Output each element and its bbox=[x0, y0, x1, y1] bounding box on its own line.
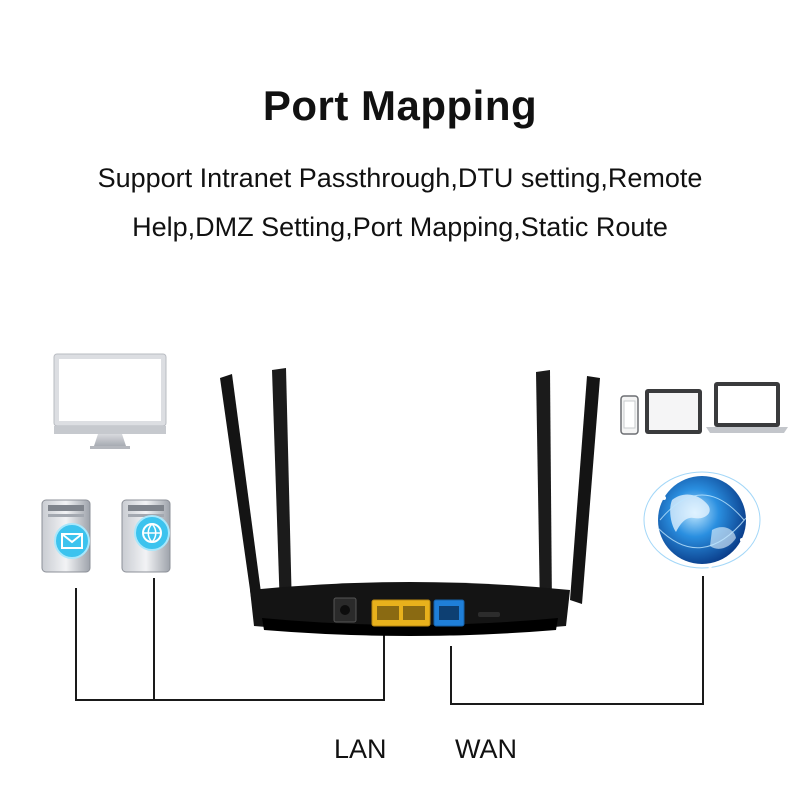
web-server-icon bbox=[121, 499, 171, 573]
feature-line-2: Help,DMZ Setting,Port Mapping,Static Rou… bbox=[132, 212, 668, 242]
mail-server-icon bbox=[41, 499, 91, 573]
tablet-icon bbox=[645, 389, 702, 434]
router-icon bbox=[220, 368, 600, 636]
globe-internet-icon bbox=[643, 471, 761, 569]
wan-label: WAN bbox=[455, 734, 517, 764]
lan-label: LAN bbox=[334, 734, 387, 764]
desktop-monitor-icon bbox=[53, 353, 167, 449]
lan-port-group bbox=[371, 599, 431, 627]
smartphone-icon bbox=[620, 395, 639, 435]
wan-cable bbox=[450, 576, 704, 705]
page-title: Port Mapping bbox=[262, 82, 538, 129]
lan-cable bbox=[75, 578, 385, 701]
feature-line-1: Support Intranet Passthrough,DTU setting… bbox=[97, 163, 703, 193]
wan-port bbox=[433, 599, 465, 627]
laptop-icon bbox=[706, 382, 788, 433]
